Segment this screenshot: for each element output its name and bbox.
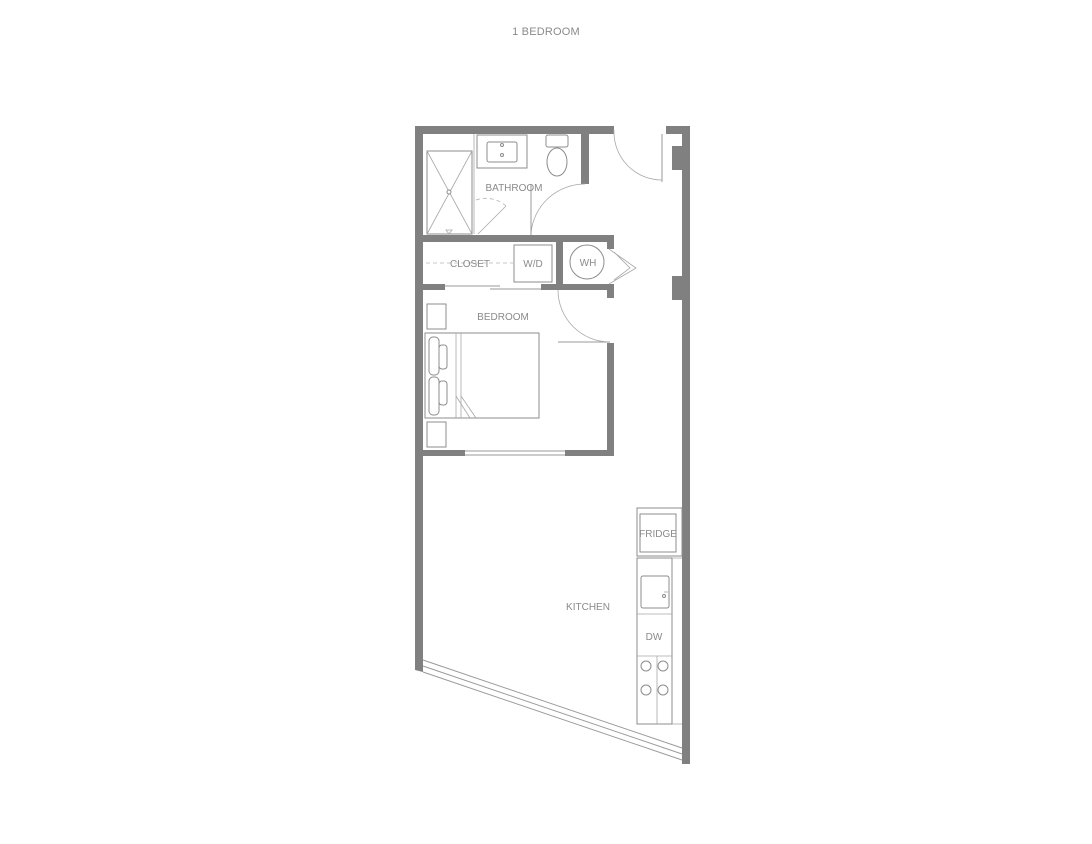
shower (426, 150, 473, 235)
cooktop (640, 660, 669, 696)
bathroom-door[interactable] (530, 183, 586, 235)
nightstand-bottom (426, 421, 447, 448)
nightstand-top (426, 303, 447, 330)
entry-door[interactable] (613, 129, 663, 182)
washer-dryer-label: W/D (523, 259, 542, 270)
shower-door (473, 134, 507, 235)
window-wall (415, 659, 683, 761)
interior-walls (415, 126, 614, 456)
kitchen-sink (640, 575, 670, 609)
kitchen-label: KITCHEN (566, 602, 610, 613)
bed (424, 332, 540, 419)
sink (476, 134, 528, 169)
closet-sliding-doors (445, 285, 541, 290)
wh-closet-door[interactable] (608, 248, 637, 285)
toilet (545, 134, 569, 177)
water-heater-label: WH (580, 258, 597, 269)
closet-label: CLOSET (450, 259, 490, 270)
water-heater (569, 244, 605, 280)
dishwasher-label: DW (646, 632, 663, 643)
plan-title: 1 BEDROOM (512, 26, 580, 38)
bedroom-label: BEDROOM (477, 312, 529, 323)
exterior-walls (415, 126, 690, 764)
washer-dryer (513, 244, 553, 283)
fridge-label: FRIDGE (639, 529, 677, 540)
bedroom-door[interactable] (557, 289, 611, 343)
bathroom-label: BATHROOM (485, 183, 542, 194)
fridge (636, 507, 683, 557)
bedroom-window (465, 450, 565, 456)
